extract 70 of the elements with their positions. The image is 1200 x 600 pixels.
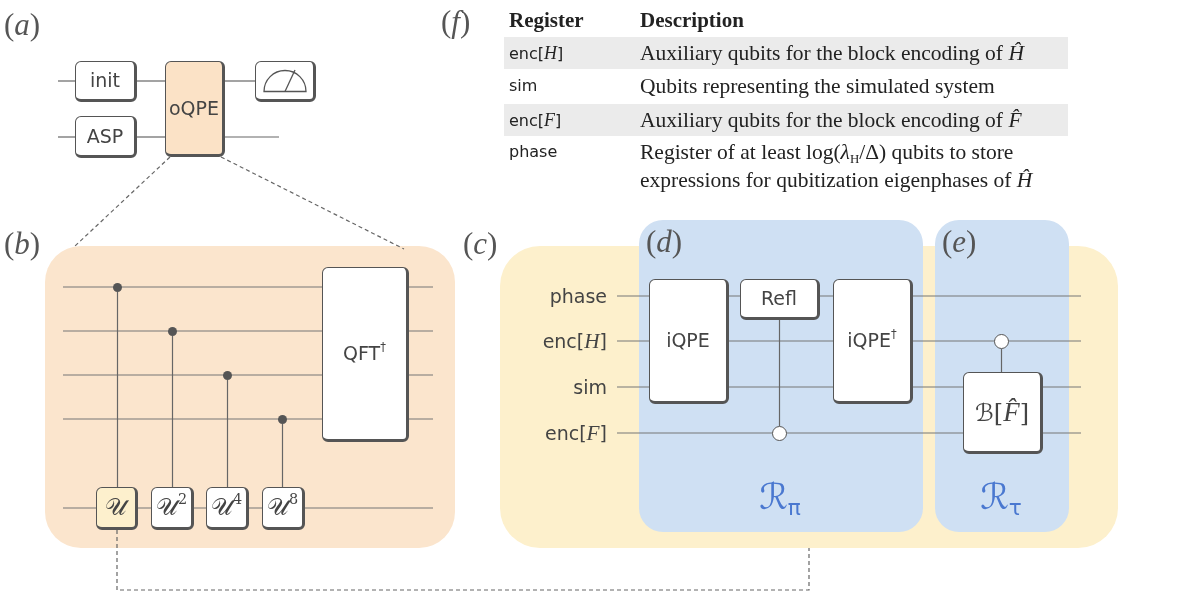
register-description: Auxiliary qubits for the block encoding of Ĥ bbox=[640, 40, 1024, 67]
wire bbox=[224, 80, 256, 82]
register-name: phase bbox=[509, 141, 558, 163]
gate-box bbox=[649, 279, 729, 404]
dashed-connector bbox=[116, 529, 810, 591]
wire bbox=[136, 80, 166, 82]
gate-label: ASP bbox=[86, 124, 124, 148]
control-line bbox=[171, 335, 174, 488]
gate-box bbox=[165, 61, 225, 157]
gate-box bbox=[151, 487, 194, 530]
register-name: enc[F] bbox=[509, 109, 562, 132]
control-dot bbox=[113, 283, 122, 292]
subcircuit-panel bbox=[639, 220, 923, 532]
wire bbox=[57, 80, 76, 82]
panel-label: (c) bbox=[463, 226, 498, 262]
zoom-line bbox=[220, 156, 405, 250]
gate-label: 𝒰$^{8}$ bbox=[266, 493, 299, 522]
gate-box bbox=[740, 279, 820, 320]
gate-box bbox=[206, 487, 249, 530]
register-description: Qubits representing the simulated system bbox=[640, 73, 995, 100]
control-circle bbox=[994, 334, 1009, 349]
register-name: enc[H] bbox=[509, 42, 564, 65]
control-dot bbox=[278, 415, 287, 424]
gate-box bbox=[322, 267, 409, 442]
operator-label: ℛ$_{τ}$ bbox=[980, 477, 1022, 517]
gate-label: 𝒰$^{2}$ bbox=[155, 493, 188, 522]
zoom-line bbox=[74, 156, 171, 247]
gate-box bbox=[262, 487, 305, 530]
wire bbox=[136, 136, 166, 138]
gate-label: iQPE bbox=[666, 329, 710, 352]
register-description: Auxiliary qubits for the block encoding of F̂ bbox=[640, 107, 1022, 134]
panel-label: (e) bbox=[942, 224, 977, 260]
gate-label: QFT$^{†}$ bbox=[343, 342, 386, 365]
control-line bbox=[1000, 348, 1003, 373]
gate-label: 𝒰 bbox=[105, 493, 127, 522]
column-header: Register bbox=[509, 7, 584, 34]
panel-label: (d) bbox=[646, 224, 683, 260]
wire bbox=[57, 136, 76, 138]
control-line bbox=[116, 291, 119, 488]
control-line bbox=[226, 379, 229, 488]
control-circle bbox=[772, 426, 787, 441]
gate-box bbox=[75, 116, 137, 158]
register-label: sim bbox=[573, 376, 607, 398]
gate-label: 𝒰$^{4}$ bbox=[210, 493, 243, 522]
subcircuit-panel bbox=[935, 220, 1069, 532]
gate-box bbox=[75, 61, 137, 102]
panel-label: (f) bbox=[441, 4, 471, 40]
gate-label: iQPE$^{†}$ bbox=[847, 329, 897, 352]
control-line bbox=[281, 423, 284, 488]
register-label: enc[F] bbox=[545, 422, 607, 444]
wire bbox=[224, 136, 280, 138]
control-line bbox=[778, 319, 781, 427]
register-label: enc[H] bbox=[542, 330, 607, 352]
gate-label: init bbox=[89, 69, 121, 92]
panel-label: (a) bbox=[4, 7, 41, 43]
register-description: Register of at least log(λ$_{H}$/Δ) qubits to store expressions for qubitization eigenphases of Ĥ bbox=[640, 139, 1034, 194]
gate-label: Refl bbox=[761, 287, 797, 310]
register-name: sim bbox=[509, 75, 538, 97]
gate-box bbox=[833, 279, 913, 404]
gate-label: oQPE bbox=[168, 96, 219, 120]
register-label: phase bbox=[549, 285, 607, 307]
control-dot bbox=[223, 371, 232, 380]
gate-box bbox=[963, 372, 1043, 454]
gate-box bbox=[96, 487, 138, 530]
panel-label: (b) bbox=[4, 226, 41, 262]
operator-label: ℛ$_{π}$ bbox=[759, 477, 801, 517]
control-dot bbox=[168, 327, 177, 336]
measurement-box bbox=[255, 61, 316, 102]
gate-label: ℬ[F̂] bbox=[975, 395, 1029, 429]
column-header: Description bbox=[640, 7, 744, 34]
